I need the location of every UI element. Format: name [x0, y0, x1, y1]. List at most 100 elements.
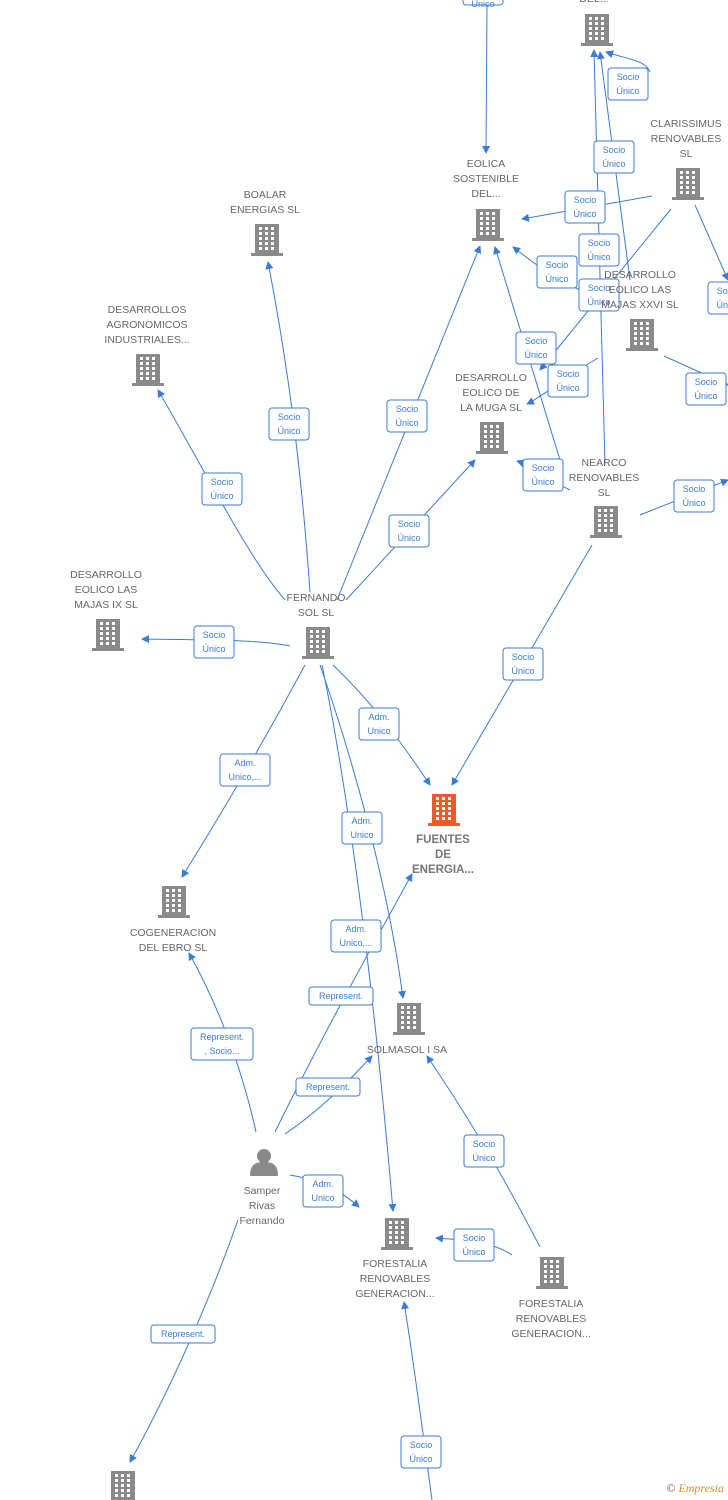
edge-label-text: Socio	[617, 72, 640, 82]
node-label: RENOVABLES	[651, 133, 721, 145]
edge-label-box	[463, 1134, 505, 1168]
edge-label[interactable]: Represent., Socio...	[190, 1027, 254, 1061]
edge-label-text: Único	[602, 159, 625, 169]
edge-label-text: Socio	[278, 412, 301, 422]
edge-label-text: Adm.	[351, 816, 372, 826]
edge-label-box	[462, 0, 504, 6]
node-top_partial[interactable]: DEL...	[579, 0, 613, 46]
node-label: SOL SL	[298, 607, 335, 619]
edge-label-text: Único	[409, 1454, 432, 1464]
node-label: Samper	[244, 1185, 281, 1197]
node-label: GENERACION...	[355, 1288, 434, 1300]
node-label: DESARROLLOS	[108, 304, 187, 316]
edge-label[interactable]: Adm.Unico,...	[330, 919, 382, 953]
edge-label-box	[547, 364, 589, 398]
node-label: DESARROLLO	[604, 269, 676, 281]
edge-label-box	[295, 1077, 361, 1097]
node-desarrollos_agronomicos[interactable]: DESARROLLOSAGRONOMICOSINDUSTRIALES...	[104, 304, 190, 386]
edge-label-text: Unico	[367, 726, 390, 736]
edge-line	[482, 4, 491, 154]
building-icon	[302, 627, 334, 659]
edge-label-text: Unico,...	[228, 772, 261, 782]
node-forestalia_1[interactable]: FORESTALIARENOVABLESGENERACION...	[355, 1218, 435, 1300]
edge-label[interactable]: Represent.	[295, 1077, 361, 1097]
edge-label-box	[386, 399, 428, 433]
building-icon	[472, 209, 504, 241]
node-fuentes[interactable]: FUENTESDEENERGIA...	[412, 794, 474, 876]
edge-label-box	[607, 67, 649, 101]
edge-label-box	[190, 1027, 254, 1061]
node-label: DEL EBRO SL	[139, 942, 208, 954]
edge-label-text: Represent.	[161, 1329, 205, 1339]
edge-label-text: Represent.	[319, 991, 363, 1001]
node-label: SL	[598, 487, 611, 499]
node-label: RENOVABLES	[569, 472, 639, 484]
edge-label-box	[522, 458, 564, 492]
edge-label-box	[358, 707, 400, 741]
edge-label[interactable]: Represent.	[150, 1324, 216, 1344]
person-icon	[250, 1149, 278, 1176]
edge-label[interactable]: Adm.Unico,...	[219, 753, 271, 787]
node-label: FORESTALIA	[363, 1258, 428, 1270]
edge-label-box	[330, 919, 382, 953]
node-label: FORESTALIA	[519, 1298, 584, 1310]
edge-label-text: Socio	[512, 652, 535, 662]
node-eolica_sostenible[interactable]: EOLICASOSTENIBLEDEL...	[453, 158, 519, 241]
edge-line	[284, 1055, 373, 1135]
edge-label-text: Socio	[410, 1440, 433, 1450]
edge-label-text: Único	[524, 350, 547, 360]
node-label: SOLMASOL I SA	[367, 1044, 447, 1056]
node-label: CLARISSIMUS	[650, 118, 721, 130]
edge-label[interactable]: Adm.Unico	[358, 707, 400, 741]
edge-label[interactable]: Adm.Unico	[341, 811, 383, 845]
building-icon	[251, 224, 283, 256]
edge-line	[265, 261, 311, 593]
edge-label-box	[201, 472, 243, 506]
node-label: LA MUGA SL	[460, 402, 522, 414]
building-icon	[158, 886, 190, 918]
edge-label-box	[308, 986, 374, 1006]
node-bottom_company[interactable]	[107, 1471, 139, 1500]
edge-label-box	[593, 140, 635, 174]
node-solmasol[interactable]: SOLMASOL I SA	[367, 1003, 447, 1056]
edge-line	[605, 50, 651, 73]
edge-label[interactable]: Adm.Unico	[302, 1174, 344, 1208]
node-label: EOLICO LAS	[75, 584, 137, 596]
node-label: DEL...	[579, 0, 608, 5]
edge-label[interactable]: Represent.	[308, 986, 374, 1006]
edge-label-box	[536, 255, 578, 289]
node-forestalia_2[interactable]: FORESTALIARENOVABLESGENERACION...	[511, 1257, 591, 1340]
edge-label-text: Socio	[398, 519, 421, 529]
